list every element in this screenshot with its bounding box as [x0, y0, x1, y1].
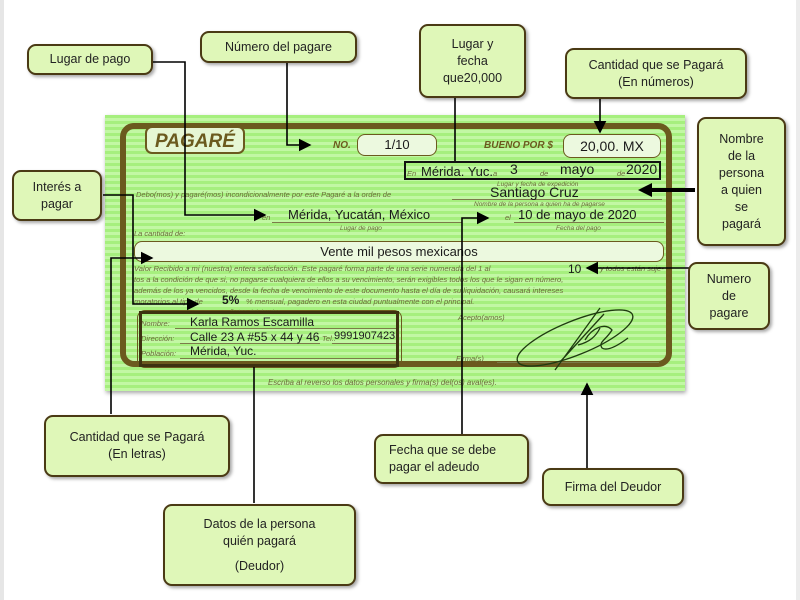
- de2-label: de: [617, 169, 626, 178]
- payee-name: Santiago Cruz: [490, 184, 579, 200]
- payee-underline: [452, 199, 662, 200]
- issue-month: mayo: [560, 161, 595, 177]
- debtor-city: Mérida, Yuc.: [190, 344, 257, 358]
- series-total: 10: [568, 262, 582, 276]
- payee-label: Nombre de la persona a quien ha de pagar…: [474, 201, 605, 208]
- note-cantidad-letras-line: Cantidad que se Pagará: [69, 430, 205, 444]
- note-nombre-persona-line: Nombre: [719, 131, 764, 146]
- el-label: el: [505, 213, 511, 222]
- note-datos-persona-line: (Deudor): [234, 558, 285, 573]
- no-label: NO.: [333, 140, 351, 151]
- city-underline: [180, 358, 397, 359]
- a-label: a: [493, 169, 498, 178]
- phone-underline: [332, 343, 397, 344]
- note-datos-persona-line: Datos de la persona: [203, 516, 316, 531]
- note-nombre-persona-line: se: [734, 199, 749, 214]
- note-interes-line: Interés a: [32, 179, 82, 194]
- note-numero-pagare-line: de: [722, 288, 736, 303]
- note-nombre-persona-line: pagará: [722, 216, 761, 231]
- note-numero-del-pagare: Número del pagare: [200, 31, 357, 63]
- tel-label: Tel.:: [322, 334, 336, 343]
- note-lugar-fecha-line: fecha: [457, 53, 488, 68]
- note-lugar-de-pago: Lugar de pago: [27, 44, 153, 75]
- lugar-fecha-label: Lugar y fecha de expedición: [497, 181, 579, 188]
- pagare-title: PAGARÉ: [145, 126, 245, 154]
- payment-place-label: Lugar de pago: [340, 225, 382, 232]
- bueno-por-label: BUENO POR $: [484, 140, 553, 151]
- note-datos-persona-line: quién pagará: [223, 533, 296, 548]
- note-lugar-fecha-line: que20,000: [442, 70, 503, 85]
- note-numero-pagare: Numero de pagare: [688, 262, 770, 330]
- para-line-4-end: % mensual, pagadero en esta ciudad puntu…: [246, 297, 475, 306]
- note-cantidad-letras-line: (En letras): [108, 447, 166, 461]
- right-edge: [796, 0, 800, 600]
- issue-year: 2020: [626, 161, 658, 177]
- acepto-label: Acepto(amos): [458, 313, 505, 322]
- firma-label: Firma(s): [456, 354, 484, 363]
- nombre-label: Nombre:: [141, 319, 170, 328]
- en-label: En: [407, 169, 417, 178]
- amount-words-field[interactable]: Vente mil pesos mexicanos: [134, 241, 664, 262]
- name-underline: [175, 328, 397, 329]
- note-cantidad-numeros-line: Cantidad que se Pagará: [588, 57, 724, 72]
- note-nombre-persona-line: persona: [718, 165, 765, 180]
- note-interes: Interés a pagar: [12, 170, 102, 221]
- debtor-highlight: [139, 311, 399, 367]
- note-cantidad-letras: Cantidad que se Pagará (En letras): [44, 415, 230, 477]
- issue-place: Mérida. Yuc.: [421, 164, 494, 179]
- poblacion-label: Población:: [141, 349, 177, 358]
- signature-underline: [497, 362, 659, 363]
- issue-date-highlight: [404, 161, 661, 180]
- note-datos-persona: Datos de la persona quién pagará (Deudor…: [163, 504, 356, 586]
- cantidad-label: La cantidad de:: [134, 229, 186, 238]
- left-edge: [0, 0, 4, 600]
- note-nombre-persona: Nombre de la persona a quien se pagará: [697, 117, 786, 246]
- payment-place-underline: [272, 222, 462, 223]
- para-line-1: Valor Recibido a mi (nuestra) entera sat…: [134, 264, 491, 273]
- note-firma-deudor-text: Firma del Deudor: [564, 479, 662, 494]
- amount-number-field[interactable]: 20,00. MX: [563, 134, 661, 158]
- note-numero-del-pagare-text: Número del pagare: [224, 39, 332, 54]
- payment-date-label: Fecha del pago: [556, 225, 601, 232]
- note-nombre-persona-line: a quien: [720, 182, 762, 197]
- payment-date: 10 de mayo de 2020: [518, 207, 637, 222]
- debtor-address: Calle 23 A #55 x 44 y 46: [190, 330, 320, 344]
- debo-text: Debo(mos) y pagaré(mos) incondicionalmen…: [136, 190, 392, 199]
- issue-day: 3: [510, 161, 518, 177]
- para-line-3: además de los ya vencidos, desde la fech…: [134, 286, 564, 295]
- pagare-number-field[interactable]: 1/10: [357, 134, 437, 156]
- payment-date-underline: [514, 222, 664, 223]
- para-line-1-end: y todos están suje-: [600, 264, 664, 273]
- note-nombre-persona-line: de la: [727, 148, 756, 163]
- note-cantidad-numeros-line: (En números): [618, 74, 694, 89]
- de-label: de: [540, 169, 549, 178]
- payment-place: Mérida, Yucatán, México: [288, 207, 431, 222]
- note-lugar-de-pago-text: Lugar de pago: [49, 52, 131, 66]
- note-cantidad-numeros: Cantidad que se Pagará (En números): [565, 48, 747, 99]
- note-numero-pagare-line: pagare: [709, 305, 749, 320]
- note-fecha-adeudo-line: Fecha que se debe: [389, 443, 497, 457]
- interest-rate: 5%: [222, 293, 240, 307]
- direccion-label: Dirección:: [141, 334, 175, 343]
- note-firma-deudor: Firma del Deudor: [542, 468, 684, 506]
- debtor-phone: 9991907423: [334, 330, 396, 342]
- para-line-2: tos a la condición de que si, no pagarse…: [134, 275, 564, 284]
- debtor-name: Karla Ramos Escamilla: [190, 315, 315, 329]
- en2-label: en: [262, 213, 271, 222]
- para-line-4-start: moratorios al tipo de: [134, 297, 203, 306]
- note-interes-line: pagar: [41, 196, 73, 211]
- note-fecha-adeudo: Fecha que se debe pagar el adeudo: [374, 434, 529, 484]
- note-lugar-fecha: Lugar y fecha que20,000: [419, 24, 526, 98]
- note-numero-pagare-line: Numero: [706, 271, 752, 286]
- note-lugar-fecha-line: Lugar y: [451, 36, 494, 51]
- address-underline: [180, 343, 320, 344]
- note-fecha-adeudo-line: pagar el adeudo: [389, 460, 480, 474]
- footer-text: Escriba al reverso los datos personales …: [268, 378, 497, 387]
